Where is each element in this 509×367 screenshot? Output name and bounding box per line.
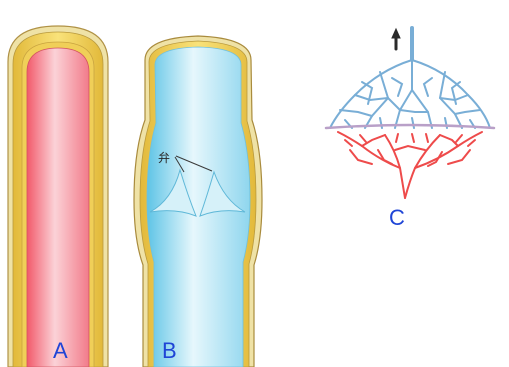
artery-figure	[8, 26, 108, 367]
artery-label: A	[53, 338, 68, 364]
venous-capillaries	[330, 60, 490, 128]
up-arrow-icon	[392, 29, 400, 49]
vein-label: B	[162, 338, 177, 364]
vein-figure	[134, 36, 262, 367]
arterial-capillaries	[338, 132, 482, 198]
artery-lumen	[27, 48, 89, 367]
valve-label: 弁	[158, 149, 170, 166]
capillary-network-figure	[326, 28, 494, 198]
capillary-label: C	[389, 205, 405, 231]
capillary-transition	[326, 125, 494, 128]
